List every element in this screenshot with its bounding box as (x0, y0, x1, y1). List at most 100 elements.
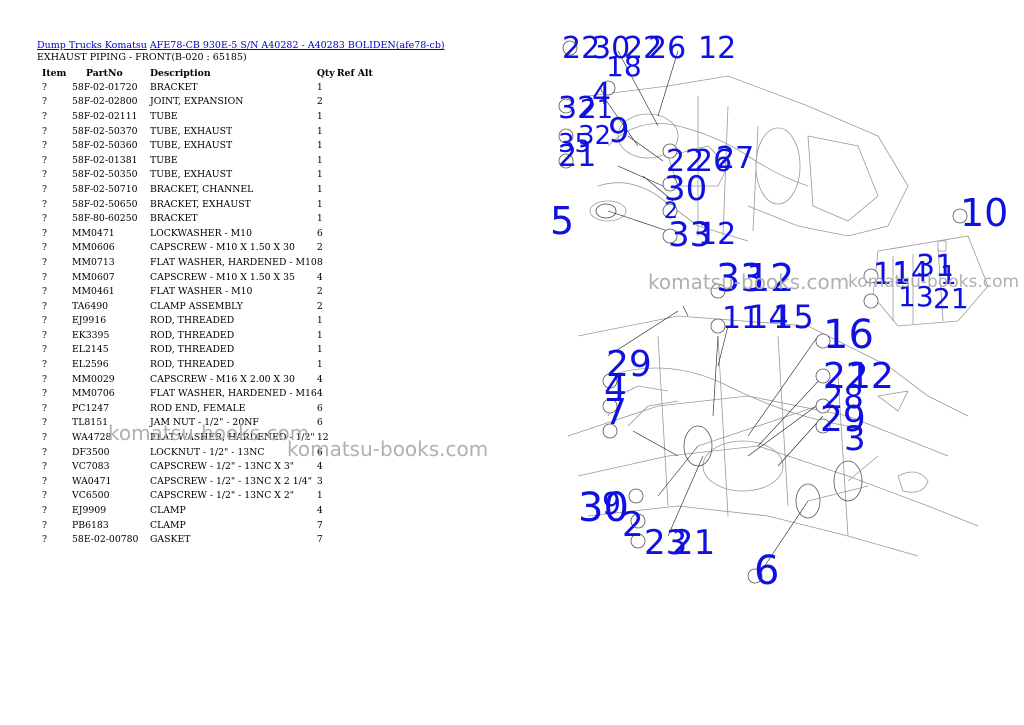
cell-qty: 8 (316, 256, 323, 268)
cell-qty: 3 (316, 475, 323, 487)
cell-qty: 6 (316, 446, 323, 458)
cell-partno: MM0471 (72, 227, 115, 239)
cell-item: ? (42, 169, 47, 181)
cell-description: TUBE (150, 110, 178, 122)
column-header-description: Description (150, 67, 211, 79)
cell-ref (337, 459, 377, 474)
cell-ref (337, 255, 377, 270)
cell-partno: EJ9916 (72, 315, 107, 327)
cell-qty: 1 (316, 490, 323, 502)
watermark: komatsu-books.com (108, 421, 310, 445)
cell-item: ? (42, 300, 47, 312)
cell-partno: 58F-02-02111 (72, 110, 138, 122)
cell-partno: DF3500 (72, 446, 110, 458)
breadcrumb-link-dump-trucks[interactable]: Dump Trucks Komatsu (37, 40, 147, 51)
table-header-row: Item PartNo Description Qty Ref Alt (36, 66, 377, 80)
callout-number: 1 (940, 261, 957, 291)
cell-qty: 1 (316, 110, 323, 122)
cell-item: ? (42, 110, 47, 122)
callout-number: 16 (823, 312, 874, 358)
cell-partno: WA0471 (72, 475, 112, 487)
breadcrumb-link-model[interactable]: AFE78-CB 930E-5 S/N A40282 - A40283 BOLI… (149, 40, 445, 51)
callout-number: 22 (562, 31, 600, 66)
cell-partno: 58E-02-00780 (72, 534, 139, 546)
cell-qty: 4 (316, 461, 323, 473)
cell-ref (337, 168, 377, 183)
cell-qty: 7 (316, 519, 323, 531)
cell-item: ? (42, 388, 47, 400)
callout-number: 9 (602, 487, 621, 522)
callout-number: 5 (550, 199, 574, 243)
cell-partno: 58F-02-50650 (72, 198, 138, 210)
cell-ref (337, 241, 377, 256)
cell-description: TUBE (150, 154, 178, 166)
cell-qty: 1 (316, 125, 323, 137)
cell-qty: 2 (316, 96, 323, 108)
diagram-linework (567, 75, 989, 557)
cell-partno: MM0607 (72, 271, 115, 283)
cell-qty: 1 (316, 140, 323, 152)
cell-partno: 58F-02-50360 (72, 140, 138, 152)
cell-item: ? (42, 125, 47, 137)
cell-description: CAPSCREW - 1/2" - 13NC X 2" (150, 490, 295, 502)
cell-item: ? (42, 271, 47, 283)
cell-partno: VC7083 (72, 461, 110, 473)
cell-qty: 4 (316, 271, 323, 283)
cell-qty: 1 (316, 329, 323, 341)
cell-qty: 1 (316, 315, 323, 327)
cell-ref (337, 197, 377, 212)
cell-partno: 58F-02-01381 (72, 154, 138, 166)
watermark: komatsu-books.com (648, 270, 850, 294)
callout-number: 21 (672, 523, 715, 563)
cell-qty: 1 (316, 213, 323, 225)
cell-ref (337, 532, 377, 547)
breadcrumb: Dump Trucks Komatsu AFE78-CB 930E-5 S/N … (37, 40, 445, 52)
cell-qty: 4 (316, 388, 323, 400)
cell-ref (337, 518, 377, 533)
cell-description: FLAT WASHER, HARDENED - M10 (150, 256, 317, 268)
callout-number: 6 (754, 548, 779, 594)
cell-qty: 1 (316, 154, 323, 166)
cell-description: CAPSCREW - 1/2" - 13NC X 3" (150, 461, 295, 473)
cell-description: CAPSCREW - 1/2" - 13NC X 2 1/4" (150, 475, 312, 487)
cell-partno: 58F-02-02800 (72, 96, 138, 108)
cell-qty: 4 (316, 373, 323, 385)
cell-partno: MM0606 (72, 242, 115, 254)
callout-number: 22 (666, 144, 704, 179)
cell-ref (337, 474, 377, 489)
cell-item: ? (42, 461, 47, 473)
column-header-item: Item (42, 67, 67, 79)
callout-number: 22 (624, 31, 662, 66)
page-title: EXHAUST PIPING - FRONT(B-020 : 65185) (37, 52, 247, 63)
cell-qty: 2 (316, 300, 323, 312)
cell-description: JAM NUT - 1/2" - 20NF (150, 417, 259, 429)
column-header-ref: Ref (336, 67, 355, 79)
cell-item: ? (42, 490, 47, 502)
callout-number: 9 (608, 111, 630, 151)
cell-item: ? (42, 81, 47, 93)
callout-number: 13 (898, 280, 934, 313)
watermark: komatsu-books.com (848, 272, 1020, 292)
cell-partno: PC1247 (72, 402, 110, 414)
column-header-qty: Qty (316, 67, 335, 79)
cell-item: ? (42, 242, 47, 254)
cell-item: ? (42, 432, 47, 444)
cell-item: ? (42, 534, 47, 546)
cell-partno: 58F-02-50350 (72, 169, 138, 181)
callout-number: 10 (960, 191, 1008, 235)
cell-ref (337, 109, 377, 124)
cell-partno: 58F-02-50370 (72, 125, 138, 137)
callout-number: 4 (592, 77, 611, 112)
callout-number: 32 (558, 91, 596, 126)
cell-partno: MM0713 (72, 256, 115, 268)
